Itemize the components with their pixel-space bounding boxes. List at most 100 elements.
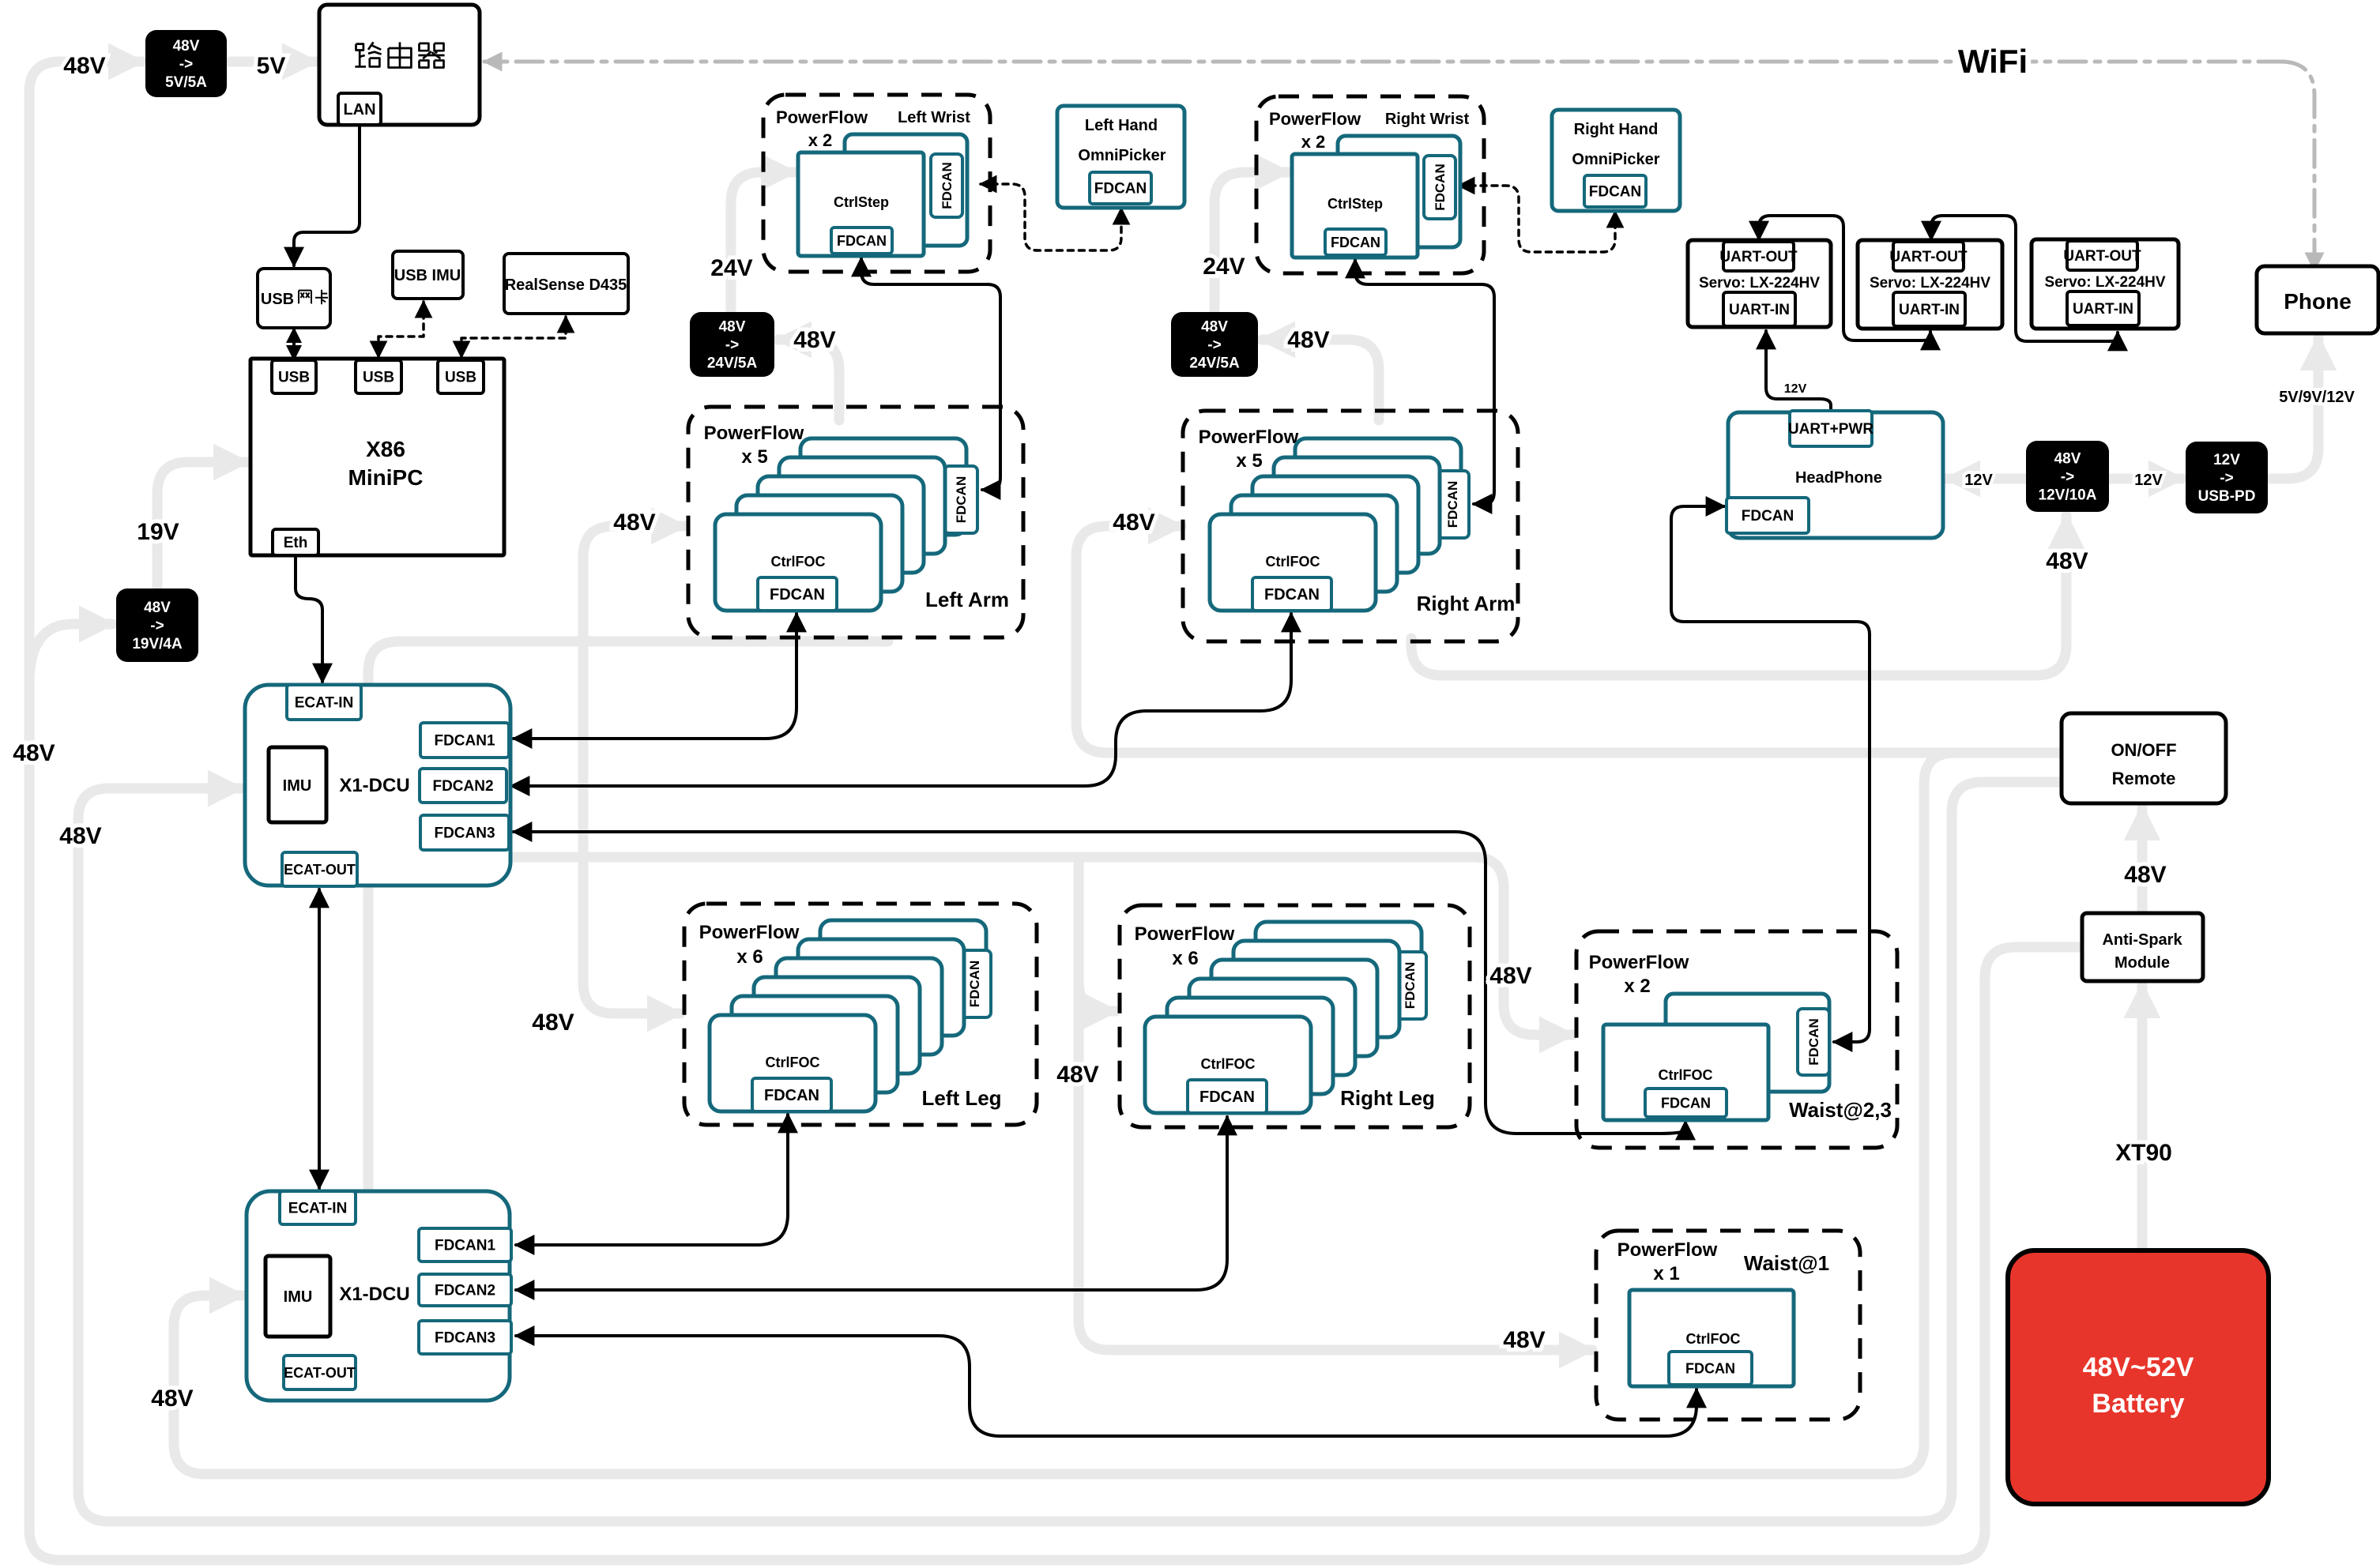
- svg-text:RealSense D435: RealSense D435: [505, 276, 627, 294]
- svg-text:CtrlStep: CtrlStep: [834, 194, 889, 210]
- svg-text:48V: 48V: [173, 38, 200, 55]
- svg-text:PowerFlow: PowerFlow: [1135, 923, 1235, 945]
- svg-text:UART-OUT: UART-OUT: [1889, 249, 1968, 265]
- svg-text:->: ->: [1207, 337, 1221, 354]
- svg-text:FDCAN: FDCAN: [1331, 235, 1380, 250]
- svg-text:->: ->: [725, 337, 739, 354]
- svg-text:FDCAN: FDCAN: [1445, 481, 1460, 528]
- svg-text:24V: 24V: [1203, 254, 1245, 280]
- svg-text:48V~52V: 48V~52V: [2083, 1352, 2194, 1382]
- svg-text:48V: 48V: [144, 600, 171, 616]
- svg-text:x 5: x 5: [741, 446, 767, 468]
- svg-text:5V/5A: 5V/5A: [165, 74, 207, 91]
- svg-text:LAN: LAN: [343, 101, 375, 118]
- svg-text:PowerFlow: PowerFlow: [1617, 1239, 1718, 1261]
- svg-text:PowerFlow: PowerFlow: [776, 107, 868, 127]
- svg-text:XT90: XT90: [2115, 1140, 2172, 1166]
- svg-text:CtrlFOC: CtrlFOC: [1266, 554, 1320, 570]
- svg-text:x 5: x 5: [1236, 450, 1262, 472]
- svg-text:Right Hand: Right Hand: [1574, 121, 1659, 138]
- svg-text:24V: 24V: [710, 255, 752, 281]
- svg-text:Waist@1: Waist@1: [1744, 1251, 1829, 1275]
- svg-text:48V: 48V: [151, 1386, 193, 1412]
- svg-text:USB: USB: [261, 291, 294, 308]
- svg-text:Battery: Battery: [2092, 1389, 2184, 1419]
- svg-text:ECAT-OUT: ECAT-OUT: [284, 862, 356, 878]
- svg-text:OmniPicker: OmniPicker: [1078, 147, 1166, 164]
- svg-text:CtrlStep: CtrlStep: [1327, 196, 1383, 212]
- svg-text:12V: 12V: [1784, 382, 1807, 396]
- svg-text:CtrlFOC: CtrlFOC: [1201, 1056, 1256, 1072]
- svg-text:CtrlFOC: CtrlFOC: [1659, 1067, 1713, 1083]
- svg-text:MiniPC: MiniPC: [348, 465, 424, 490]
- svg-text:12V/10A: 12V/10A: [2039, 487, 2097, 504]
- svg-text:x 6: x 6: [1172, 948, 1198, 969]
- svg-text:USB-PD: USB-PD: [2198, 488, 2256, 505]
- svg-text:WiFi: WiFi: [1958, 43, 2028, 80]
- svg-text:FDCAN: FDCAN: [1094, 181, 1147, 197]
- svg-text:FDCAN: FDCAN: [1589, 184, 1642, 201]
- svg-text:48V: 48V: [719, 319, 746, 336]
- svg-text:ON/OFF: ON/OFF: [2111, 740, 2176, 760]
- svg-text:24V/5A: 24V/5A: [1189, 355, 1240, 372]
- svg-text:->: ->: [179, 56, 193, 73]
- svg-text:x 2: x 2: [1624, 976, 1650, 997]
- svg-text:UART-IN: UART-IN: [2073, 301, 2133, 318]
- svg-text:->: ->: [2061, 469, 2074, 486]
- svg-text:OmniPicker: OmniPicker: [1572, 151, 1659, 168]
- svg-text:Left Hand: Left Hand: [1085, 117, 1158, 134]
- svg-text:FDCAN: FDCAN: [1742, 508, 1794, 525]
- svg-text:Servo: LX-224HV: Servo: LX-224HV: [1699, 275, 1820, 291]
- svg-text:48V: 48V: [532, 1010, 574, 1036]
- svg-text:5V/9V/12V: 5V/9V/12V: [2279, 389, 2355, 406]
- svg-text:CtrlFOC: CtrlFOC: [766, 1055, 820, 1070]
- svg-text:Left Wrist: Left Wrist: [898, 109, 970, 126]
- svg-text:ECAT-IN: ECAT-IN: [288, 1201, 348, 1217]
- svg-text:FDCAN: FDCAN: [770, 586, 825, 604]
- svg-text:->: ->: [2220, 470, 2233, 487]
- svg-text:48V: 48V: [1489, 963, 1531, 989]
- svg-text:48V: 48V: [2046, 548, 2088, 574]
- svg-text:FDCAN1: FDCAN1: [434, 733, 495, 750]
- svg-text:Waist@2,3: Waist@2,3: [1789, 1098, 1892, 1122]
- svg-text:19V/4A: 19V/4A: [132, 636, 183, 652]
- svg-text:12V: 12V: [2213, 452, 2240, 468]
- svg-text:FDCAN2: FDCAN2: [435, 1283, 495, 1299]
- svg-text:x 6: x 6: [736, 946, 763, 968]
- svg-text:PowerFlow: PowerFlow: [1269, 109, 1361, 129]
- svg-text:UART+PWR: UART+PWR: [1788, 421, 1873, 438]
- svg-text:Remote: Remote: [2112, 769, 2176, 788]
- svg-text:USB: USB: [278, 370, 310, 386]
- svg-text:USB: USB: [363, 370, 394, 386]
- svg-text:Left Arm: Left Arm: [925, 588, 1009, 611]
- svg-text:48V: 48V: [2054, 451, 2081, 468]
- svg-text:Servo: LX-224HV: Servo: LX-224HV: [1870, 275, 1990, 291]
- svg-text:IMU: IMU: [283, 777, 312, 795]
- svg-text:IMU: IMU: [284, 1288, 313, 1306]
- svg-text:48V: 48V: [1287, 327, 1329, 353]
- svg-text:FDCAN: FDCAN: [1264, 586, 1320, 604]
- svg-text:5V: 5V: [257, 53, 286, 79]
- svg-text:FDCAN2: FDCAN2: [432, 778, 493, 795]
- svg-text:FDCAN: FDCAN: [1199, 1089, 1255, 1106]
- svg-text:12V: 12V: [2134, 472, 2163, 489]
- svg-text:FDCAN3: FDCAN3: [434, 825, 495, 842]
- svg-text:Module: Module: [2115, 954, 2170, 972]
- svg-text:48V: 48V: [59, 823, 101, 849]
- svg-text:UART-IN: UART-IN: [1899, 302, 1960, 318]
- svg-text:48V: 48V: [1503, 1327, 1545, 1353]
- svg-text:PowerFlow: PowerFlow: [704, 423, 804, 444]
- svg-text:PowerFlow: PowerFlow: [1589, 952, 1689, 973]
- svg-text:X1-DCU: X1-DCU: [339, 775, 409, 796]
- svg-text:FDCAN: FDCAN: [967, 961, 982, 1008]
- svg-text:UART-IN: UART-IN: [1729, 302, 1790, 318]
- svg-text:FDCAN1: FDCAN1: [435, 1238, 495, 1254]
- svg-text:FDCAN: FDCAN: [1685, 1360, 1735, 1376]
- svg-text:48V: 48V: [613, 510, 655, 536]
- svg-text:HeadPhone: HeadPhone: [1795, 469, 1882, 487]
- svg-text:x 2: x 2: [1301, 132, 1326, 152]
- svg-text:Servo: LX-224HV: Servo: LX-224HV: [2044, 274, 2165, 291]
- svg-text:48V: 48V: [1056, 1062, 1098, 1088]
- svg-text:48V: 48V: [1113, 510, 1154, 536]
- svg-text:FDCAN: FDCAN: [1661, 1095, 1711, 1111]
